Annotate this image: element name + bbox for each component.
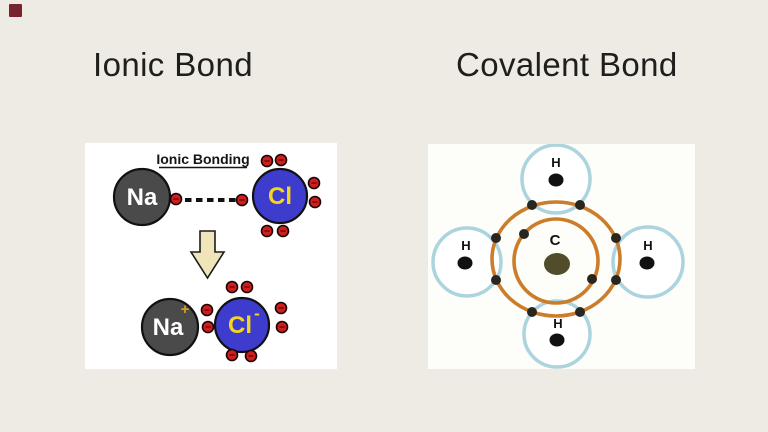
inner-electron-dot: [519, 229, 529, 239]
electron-dot: [169, 192, 183, 206]
electron-dot: [276, 224, 290, 238]
shared-electron-dot: [611, 233, 621, 243]
down-arrow-icon: [189, 230, 226, 280]
electron-dot: [201, 320, 215, 334]
sodium-atom-circle: [112, 167, 172, 227]
hydrogen-label: H: [461, 238, 470, 253]
inner-electron-dot: [587, 274, 597, 284]
carbon-atom: C: [544, 232, 570, 275]
chloride-ion-label: Cl: [228, 312, 252, 339]
shared-electron-dot: [491, 233, 501, 243]
hydrogen-atom-top: H: [548, 155, 564, 187]
sodium-ion-circle: [140, 297, 200, 357]
electron-dot: [240, 280, 254, 294]
hydrogen-nucleus: [549, 333, 565, 347]
sodium-atom-label: Na: [127, 184, 158, 211]
electron-dot: [225, 348, 239, 362]
carbon-nucleus: [544, 253, 570, 275]
electron-dot: [274, 153, 288, 167]
hydrogen-atom-left: H: [457, 238, 473, 270]
chloride-ion-charge: -: [254, 304, 260, 323]
shared-electron-dot: [575, 307, 585, 317]
hydrogen-nucleus: [457, 256, 473, 270]
chloride-ion-circle: [213, 296, 271, 354]
electron-dot: [308, 195, 322, 209]
electron-dot: [274, 301, 288, 315]
electron-dot: [307, 176, 321, 190]
chlorine-atom-circle: [251, 167, 309, 225]
hydrogen-label: H: [553, 316, 562, 331]
hydrogen-label: H: [643, 238, 652, 253]
electron-dot: [260, 224, 274, 238]
electron-dot: [200, 303, 214, 317]
shared-electron-dot: [611, 275, 621, 285]
shared-electron-dot: [527, 307, 537, 317]
carbon-inner-shell: [512, 217, 600, 305]
chlorine-atom-label: Cl: [268, 183, 292, 210]
hydrogen-nucleus: [548, 173, 564, 187]
chlorine-atom: Cl: [251, 167, 309, 225]
sodium-ion-label: Na: [153, 314, 184, 341]
covalent-bond-title: Covalent Bond: [456, 46, 678, 83]
slide-accent-square: [9, 4, 22, 17]
ionic-bond-figure: Ionic Bonding Na Cl Na +: [85, 143, 337, 369]
shared-electron-dot: [575, 200, 585, 210]
sodium-ion: Na +: [140, 297, 200, 357]
ionic-bond-title: Ionic Bond: [93, 46, 253, 83]
sodium-ion-charge: +: [181, 301, 190, 318]
carbon-outer-shell: [490, 200, 622, 318]
carbon-label: C: [550, 232, 561, 249]
electron-dot: [275, 320, 289, 334]
electron-dot: [260, 154, 274, 168]
hydrogen-atom-right: H: [639, 238, 655, 270]
electron-dot: [225, 280, 239, 294]
electron-dot: [235, 193, 249, 207]
electron-dot: [244, 349, 258, 363]
shared-electron-dot: [491, 275, 501, 285]
chloride-ion: Cl -: [213, 296, 271, 354]
hydrogen-label: H: [551, 155, 560, 170]
covalent-bond-figure: C H H H H: [428, 144, 695, 369]
hydrogen-atom-bottom: H: [549, 316, 565, 347]
hydrogen-nucleus: [639, 256, 655, 270]
sodium-atom: Na: [112, 167, 172, 227]
shared-electron-dot: [527, 200, 537, 210]
ionic-figure-heading: Ionic Bonding: [156, 151, 249, 167]
